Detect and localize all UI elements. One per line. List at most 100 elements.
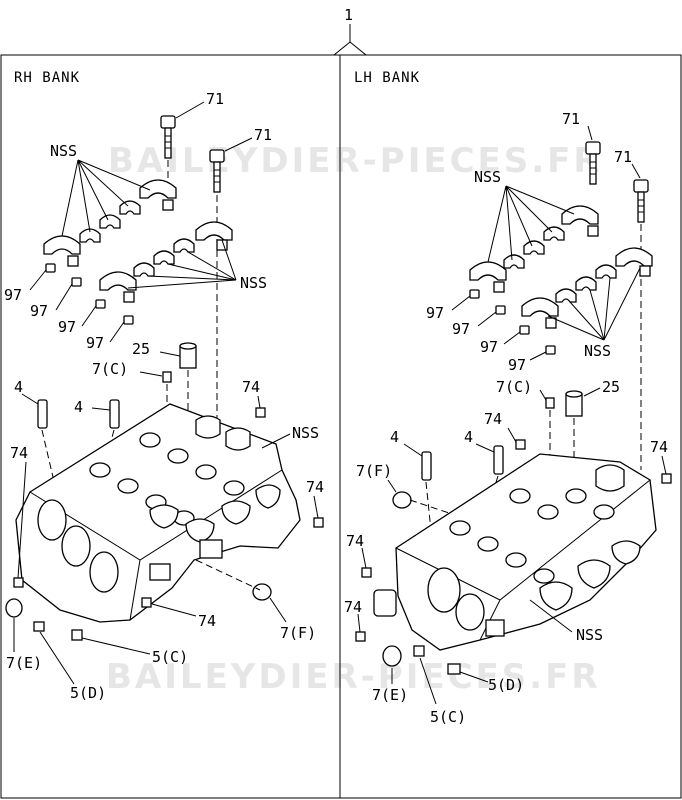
- rh-bolt-71-a: [160, 115, 176, 159]
- lh-label-nss-top: NSS: [474, 168, 501, 186]
- rh-label-7e: 7(E): [6, 654, 42, 672]
- rh-plug-5d: [33, 621, 45, 632]
- rh-label-7c: 7(C): [92, 360, 128, 378]
- lh-bolt-71-b: [633, 179, 649, 223]
- lh-label-97-4: 97: [508, 356, 526, 374]
- lh-plug-7e: [382, 645, 402, 667]
- lh-leader-nss-head: [529, 599, 573, 633]
- lh-label-nss-mid: NSS: [584, 342, 611, 360]
- rh-plug-74-tr: [255, 407, 266, 418]
- rh-label-25: 25: [132, 340, 150, 358]
- rh-label-71a: 71: [206, 90, 224, 108]
- assembly-number: 1: [344, 6, 353, 24]
- rh-plug-74-l: [13, 577, 24, 588]
- lh-label-71b: 71: [614, 148, 632, 166]
- rh-leader-nss-mid: [127, 239, 237, 289]
- rh-label-4a: 4: [14, 378, 23, 396]
- rh-plug-5c: [71, 629, 83, 641]
- rh-label-97-4: 97: [86, 334, 104, 352]
- rh-label-71b: 71: [254, 126, 272, 144]
- rh-label-5d: 5(D): [70, 684, 106, 702]
- lh-leader-74l2: [357, 613, 361, 633]
- lh-label-4b: 4: [464, 428, 473, 446]
- lh-pin-7c: [545, 397, 555, 409]
- lh-bank-title: LH BANK: [354, 70, 420, 86]
- rh-label-nss-top: NSS: [50, 142, 77, 160]
- rh-label-5c: 5(C): [152, 648, 188, 666]
- rh-dowel-4-b: [109, 399, 120, 429]
- rh-plug-74-b: [141, 597, 152, 608]
- rh-bank-title: RH BANK: [14, 70, 80, 86]
- lh-leader-4a: [403, 443, 423, 457]
- lh-sleeve-25: [565, 390, 583, 417]
- rh-label-nss-mid: NSS: [240, 274, 267, 292]
- lh-label-nss-head: NSS: [576, 626, 603, 644]
- rh-leader-97: [29, 269, 125, 343]
- lh-leader-5c: [419, 657, 437, 705]
- lh-plug-74-l: [361, 567, 372, 578]
- lh-label-74l: 74: [346, 532, 364, 550]
- lh-leader-74l: [361, 547, 367, 569]
- rh-leader-5d: [39, 631, 75, 685]
- rh-plug-7e: [5, 598, 23, 618]
- lh-cylinder-head: [373, 453, 657, 651]
- lh-leader-74t: [507, 427, 517, 443]
- lh-label-7c: 7(C): [496, 378, 532, 396]
- lh-plug-74-r: [661, 473, 672, 484]
- lh-label-74t: 74: [484, 410, 502, 428]
- lh-label-74r: 74: [650, 438, 668, 456]
- lh-plug-5c: [413, 645, 425, 657]
- rh-cylinder-head: [15, 403, 301, 623]
- lh-leader-5d: [459, 671, 489, 683]
- lh-leader-7f: [387, 479, 397, 493]
- rh-leader-7c: [139, 371, 163, 377]
- rh-plug-7f: [252, 583, 272, 601]
- rh-bank-panel: 71 71 NSS: [4, 90, 324, 702]
- lh-plugs-97: [469, 289, 556, 355]
- lh-leader-4b: [475, 443, 495, 453]
- rh-pin-7c: [162, 371, 172, 383]
- rh-plugs-97: [45, 263, 134, 325]
- rh-label-74r: 74: [306, 478, 324, 496]
- lh-dowel-axis-a: [425, 481, 435, 561]
- lh-label-5c: 5(C): [430, 708, 466, 726]
- lh-label-25: 25: [602, 378, 620, 396]
- rh-bearing-caps-lower: [99, 221, 233, 303]
- watermark-bottom: BAILEYDIER-PIECES.FR: [106, 657, 601, 697]
- lh-leader-71b: [631, 163, 641, 179]
- diagram-frame: [0, 54, 682, 799]
- rh-label-7f: 7(F): [280, 624, 316, 642]
- rh-bolt-71-b: [209, 149, 225, 193]
- rh-plug-74-r: [313, 517, 324, 528]
- lh-leader-7c: [539, 389, 547, 401]
- rh-sleeve-25: [179, 342, 197, 369]
- lh-leader-97: [451, 295, 547, 361]
- rh-leader-nss-head: [261, 433, 291, 449]
- lh-leader-25: [583, 387, 601, 397]
- lh-plug-7f: [392, 491, 412, 509]
- rh-label-4b: 4: [74, 398, 83, 416]
- rh-leader-74l: [17, 461, 27, 579]
- rh-leader-74r: [313, 495, 319, 519]
- watermark-top: BAILEYDIER-PIECES.FR: [108, 141, 603, 181]
- rh-leader-7f: [269, 597, 287, 623]
- rh-leader-71b: [224, 137, 253, 152]
- lh-label-4a: 4: [390, 428, 399, 446]
- lh-leader-74r: [661, 455, 667, 475]
- rh-label-97-1: 97: [4, 286, 22, 304]
- assembly-leader: [333, 24, 367, 56]
- lh-label-74l2: 74: [344, 598, 362, 616]
- rh-leader-4a: [21, 393, 39, 405]
- rh-leader-5c: [81, 637, 151, 655]
- rh-label-74b: 74: [198, 612, 216, 630]
- lh-bearing-caps-upper: [469, 205, 599, 293]
- lh-plug-74-l2: [355, 631, 366, 642]
- lh-leader-nss-mid: [547, 267, 641, 341]
- rh-7f-axis: [195, 559, 261, 591]
- lh-bearing-caps-lower: [521, 247, 653, 329]
- rh-label-nss-head: NSS: [292, 424, 319, 442]
- rh-leader-4b: [91, 407, 111, 411]
- lh-label-5d: 5(D): [488, 676, 524, 694]
- lh-label-97-3: 97: [480, 338, 498, 356]
